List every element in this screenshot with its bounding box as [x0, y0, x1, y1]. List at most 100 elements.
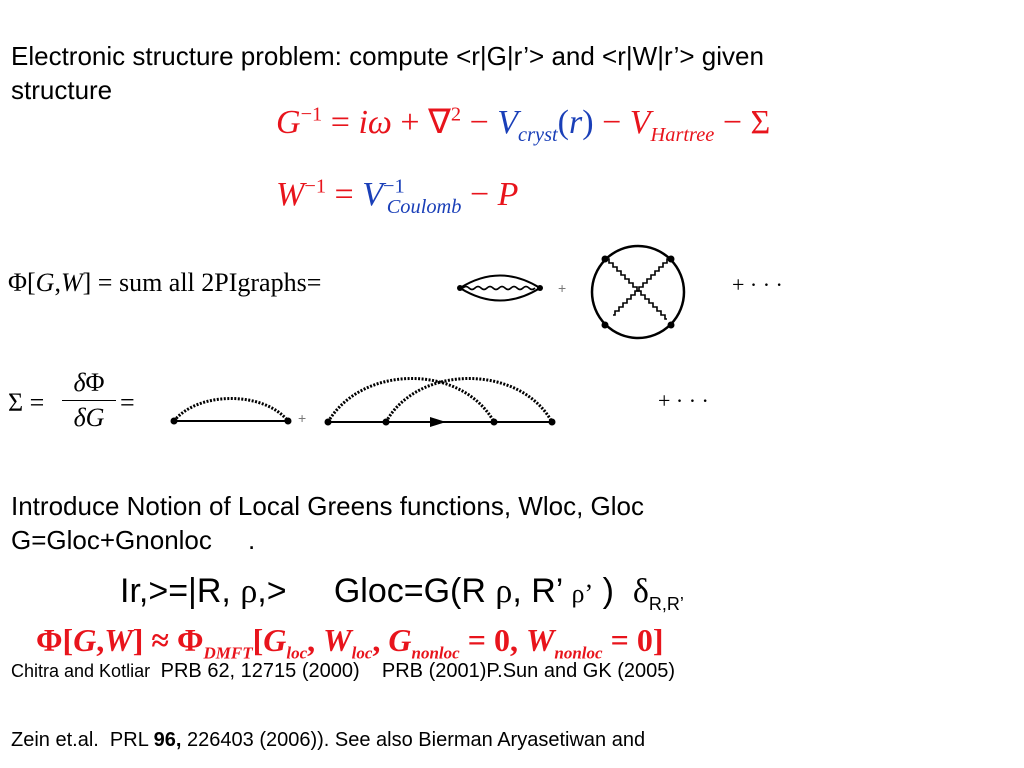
local-line-2: G=Gloc+Gnonloc .: [11, 525, 256, 555]
eq-g-paren-open: (: [557, 104, 569, 141]
sigma1-wavy-arch: [172, 397, 290, 422]
eq-w-equals: =: [326, 176, 363, 213]
sigma1-vertex-right: [284, 417, 292, 425]
bubble-diagram: [457, 274, 543, 302]
eq-g-plus: +: [391, 104, 429, 141]
bubble-vertex-right: [537, 285, 543, 291]
basis-rho-1: ρ: [240, 573, 258, 610]
dmft-loc-sub-1: loc: [286, 643, 308, 663]
sigma-numerator: δΦ: [62, 368, 116, 401]
ref1-citations: PRB 62, 12715 (2000) PRB (2001)P.Sun and…: [155, 660, 676, 682]
den-delta: δ: [73, 403, 86, 432]
sigma-diagram-1: [170, 397, 292, 425]
cross-wavy-2: [613, 258, 671, 316]
eq-w-v: V: [362, 176, 383, 213]
equation-g-inverse: G−1 = iω + ∇2 − Vcryst(r) − VHartree − Σ: [276, 102, 771, 145]
basis-delta: δ: [632, 573, 649, 610]
dmft-w-nonloc: W: [525, 622, 555, 658]
dmft-nonloc-sub-1: nonloc: [411, 643, 460, 663]
dmft-w: W: [104, 622, 133, 658]
ref2-volume: 96,: [153, 729, 182, 751]
sigma2-wavy-arch-inner: [384, 377, 554, 423]
eq-g-minus-3: −: [714, 104, 751, 141]
basis-rho-3: ρ’: [571, 579, 594, 608]
basis-delta-sub: R,R’: [648, 593, 684, 614]
sigma2-vertex-2: [382, 418, 390, 426]
phi-w: W: [60, 268, 83, 297]
ref2-rest: 226403 (2006)). See also Bierman Aryaset…: [181, 729, 646, 751]
eq-g-exp: −1: [300, 103, 323, 126]
dmft-approx: ] ≈ Φ: [132, 622, 204, 658]
eq-w-exp: −1: [304, 175, 327, 198]
dmft-w-loc: W: [323, 622, 352, 658]
eq-w-symbol: W: [276, 176, 305, 213]
dmft-comma-3: ,: [372, 622, 389, 658]
eq-g-sigma: Σ: [750, 104, 771, 141]
intro-text: Electronic structure problem: compute <r…: [11, 36, 764, 110]
sigma-plus-dots: + · · ·: [658, 388, 709, 413]
eq-w-p: P: [497, 176, 519, 213]
cross-wavy-1: [605, 258, 667, 320]
bubble-top-arc: [459, 274, 541, 289]
sigma2-vertex-4: [548, 418, 556, 426]
phi-comma: ,: [54, 268, 61, 297]
dmft-comma-2: ,: [307, 622, 324, 658]
sigma-denominator: δG: [62, 401, 116, 433]
eq-g-minus-1: −: [461, 104, 498, 141]
sigma-fraction: δΦ δG: [62, 368, 116, 433]
basis-paren: ): [593, 572, 633, 610]
bubble-bottom-arc: [459, 287, 541, 302]
eq-g-r: r: [569, 104, 583, 141]
cross-vertex-br: [667, 321, 675, 329]
eq-g-cryst-sub: cryst: [518, 123, 558, 146]
eq-w-v-exp: −1: [383, 175, 405, 198]
eq-g-hartree-sub: Hartree: [650, 123, 715, 146]
num-phi: Φ: [85, 368, 105, 397]
sigma2-vertex-3: [490, 418, 498, 426]
dmft-equation: Φ[G,W] ≈ ΦDMFT[Gloc, Wloc, Gnonloc = 0, …: [36, 622, 663, 663]
dmft-comma-1: ,: [96, 622, 105, 658]
dmft-g-loc: G: [263, 622, 287, 658]
phi-plus-dots: + · · ·: [732, 272, 783, 297]
reference-2: Zein et.al. PRL 96, 226403 (2006)). See …: [11, 729, 645, 752]
dmft-sub: DMFT: [203, 643, 253, 663]
dmft-g: G: [73, 622, 97, 658]
eq-g-omega: ω: [367, 104, 392, 141]
basis-line: Ir,>=|R, ρ,> Gloc=G(R ρ, R’ ρ’ ) δR,R’: [120, 572, 684, 614]
dmft-g-nonloc: G: [388, 622, 412, 658]
den-g: G: [85, 403, 105, 432]
eq-w-minus: −: [461, 176, 498, 213]
local-line-1: Introduce Notion of Local Greens functio…: [11, 491, 644, 521]
bubble-vertex-left: [457, 285, 463, 291]
eq-g-nabla: ∇: [428, 104, 451, 141]
eq-g-paren-close: ): [582, 104, 594, 141]
ref1-authors: Chitra and Kotliar: [11, 661, 156, 681]
num-delta: δ: [73, 368, 86, 397]
intro-line-2: structure: [11, 75, 113, 105]
dmft-loc-sub-2: loc: [351, 643, 373, 663]
eq-g-equals: =: [322, 104, 359, 141]
ref2-authors: Zein et.al. PRL: [11, 729, 154, 751]
cross-vertex-bl: [601, 321, 609, 329]
sigma-lhs: Σ =: [8, 388, 45, 417]
basis-ket-close: ,> Gloc=G(R: [257, 572, 496, 610]
eq-g-i: i: [358, 104, 368, 141]
cross-outer-circle: [590, 244, 686, 340]
sigma2-vertex-1: [324, 418, 332, 426]
intro-line-1: Electronic structure problem: compute <r…: [11, 41, 764, 71]
phi-plus-small: +: [558, 280, 567, 296]
basis-mid: , R’: [512, 572, 572, 610]
equation-w-inverse: W−1 = V−1Coulomb − P: [276, 175, 519, 217]
reference-1: Chitra and Kotliar PRB 62, 12715 (2000) …: [11, 660, 675, 683]
cross-vertex-tr: [667, 255, 675, 263]
dmft-open: [: [252, 622, 264, 658]
sigma2-wavy-arch-outer: [326, 377, 496, 423]
basis-rho-2: ρ: [495, 573, 513, 610]
local-greens-text: Introduce Notion of Local Greens functio…: [11, 486, 644, 560]
eq-g-minus-2: −: [593, 104, 630, 141]
sigma-diagram-2: [324, 377, 556, 427]
dmft-nonloc-sub-2: nonloc: [554, 643, 603, 663]
sigma-plus-small: +: [298, 410, 307, 426]
sigma-equals: =: [120, 388, 135, 417]
phi-functional-text: Φ[G,W] = sum all 2PIgraphs=: [8, 268, 321, 298]
